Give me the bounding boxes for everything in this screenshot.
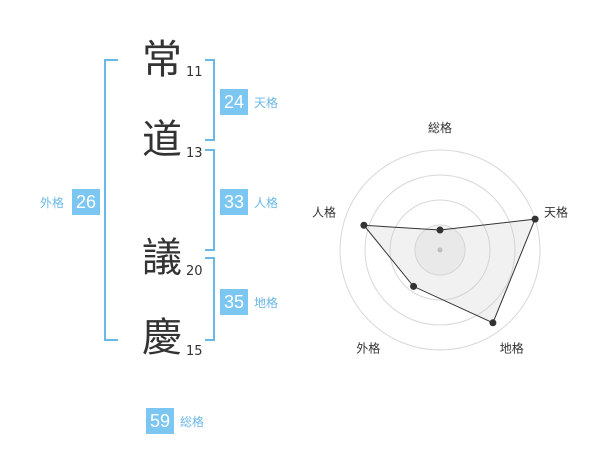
radar-ring-4 [339,149,541,351]
jinkaku-bracket [205,149,215,251]
tenkaku-label: 天格 [254,96,279,110]
radar-point-1 [531,215,539,223]
stroke-count-3: 20 [186,264,203,279]
jinkaku-badge: 33 [220,189,248,215]
radar-axis-label-0: 総格 [428,120,452,135]
gaikaku-bracket [104,59,118,341]
chikaku-badge: 35 [220,289,248,315]
name-char-2: 道 [142,117,182,163]
radar-point-0 [436,226,444,234]
jinkaku-label: 人格 [254,196,279,210]
radar-ring-2 [389,199,491,301]
radar-point-3 [410,282,418,290]
name-char-1: 常 [142,37,182,83]
tenkaku-bracket [205,59,215,141]
radar-center [437,247,443,253]
name-char-4: 慶 [142,315,182,361]
tenkaku-badge: 24 [220,89,248,115]
gaikaku-badge: 26 [72,189,100,215]
chikaku-label: 地格 [254,296,279,310]
radar-axis-label-2: 地格 [500,341,524,356]
stroke-count-4: 15 [186,344,203,359]
stroke-count-2: 13 [186,146,203,161]
radar-axis-label-3: 外格 [356,341,380,356]
chikaku-bracket [205,257,215,341]
soukaku-label: 総格 [180,415,205,429]
radar-grid [339,149,541,351]
radar-point-2 [489,319,497,327]
stroke-count-1: 11 [186,65,203,80]
radar-point-4 [360,221,368,229]
gaikaku-label: 外格 [40,196,65,210]
name-char-3: 議 [142,235,182,281]
radar-axis-label-4: 人格 [312,204,336,219]
radar-area [362,218,536,324]
soukaku-badge: 59 [146,408,174,434]
radar-points [360,215,539,327]
radar-ring-3 [364,174,516,326]
radar-axis-label-1: 天格 [544,204,568,219]
